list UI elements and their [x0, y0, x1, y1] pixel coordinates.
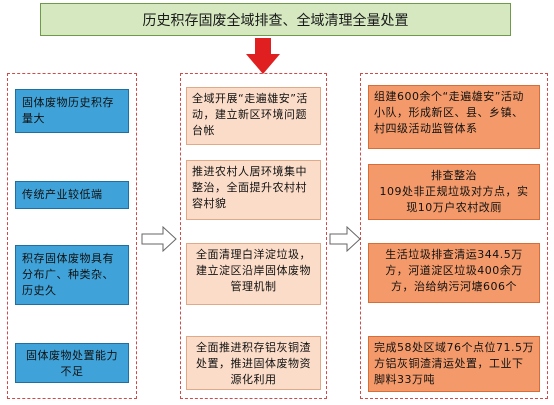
left-box-1: 固体废物历史积存量大 — [15, 89, 129, 133]
right-box-1: 组建600余个“走遍雄安”活动小队，形成新区、县、乡镇、村四级活动监管体系 — [368, 85, 540, 149]
down-arrow-icon — [246, 38, 280, 74]
middle-box-3: 全面清理白洋淀垃圾，建立淀区沿岸固体废物管理机制 — [186, 243, 321, 305]
diagram-title: 历史积存固废全域排查、全域清理全量处置 — [40, 3, 511, 36]
right-arrow-icon — [329, 226, 361, 252]
right-box-3: 生活垃圾排查清运344.5万方，河道淀区垃圾400余万方，治给纳污河塘606个 — [368, 243, 540, 303]
left-column: 固体废物历史积存量大 传统产业较低端 积存固体废物具有分布广、种类杂、历史久 固… — [7, 73, 137, 399]
middle-box-1: 全域开展“走遍雄安”活动，建立新区环境问题台帐 — [186, 87, 321, 145]
left-box-2: 传统产业较低端 — [15, 181, 129, 209]
right-column: 组建600余个“走遍雄安”活动小队，形成新区、县、乡镇、村四级活动监管体系 排查… — [360, 73, 548, 399]
left-box-4: 固体废物处置能力不足 — [15, 343, 129, 383]
right-box-2: 排查整治 109处非正规垃圾对方点，实现10万户农村改厕 — [368, 164, 540, 220]
middle-column: 全域开展“走遍雄安”活动，建立新区环境问题台帐 推进农村人居环境集中整治，全面提… — [180, 73, 327, 399]
left-box-3: 积存固体废物具有分布广、种类杂、历史久 — [15, 245, 129, 305]
middle-box-2: 推进农村人居环境集中整治，全面提升农村村容村貌 — [186, 160, 321, 220]
middle-box-4: 全面推进积存铝灰铜渣处置，推进固体废物资源化利用 — [186, 336, 321, 390]
right-box-4: 完成58处区域76个点位71.5万方铝灰铜渣清运处置，工业下脚料33万吨 — [368, 336, 540, 392]
right-arrow-icon — [141, 226, 177, 252]
